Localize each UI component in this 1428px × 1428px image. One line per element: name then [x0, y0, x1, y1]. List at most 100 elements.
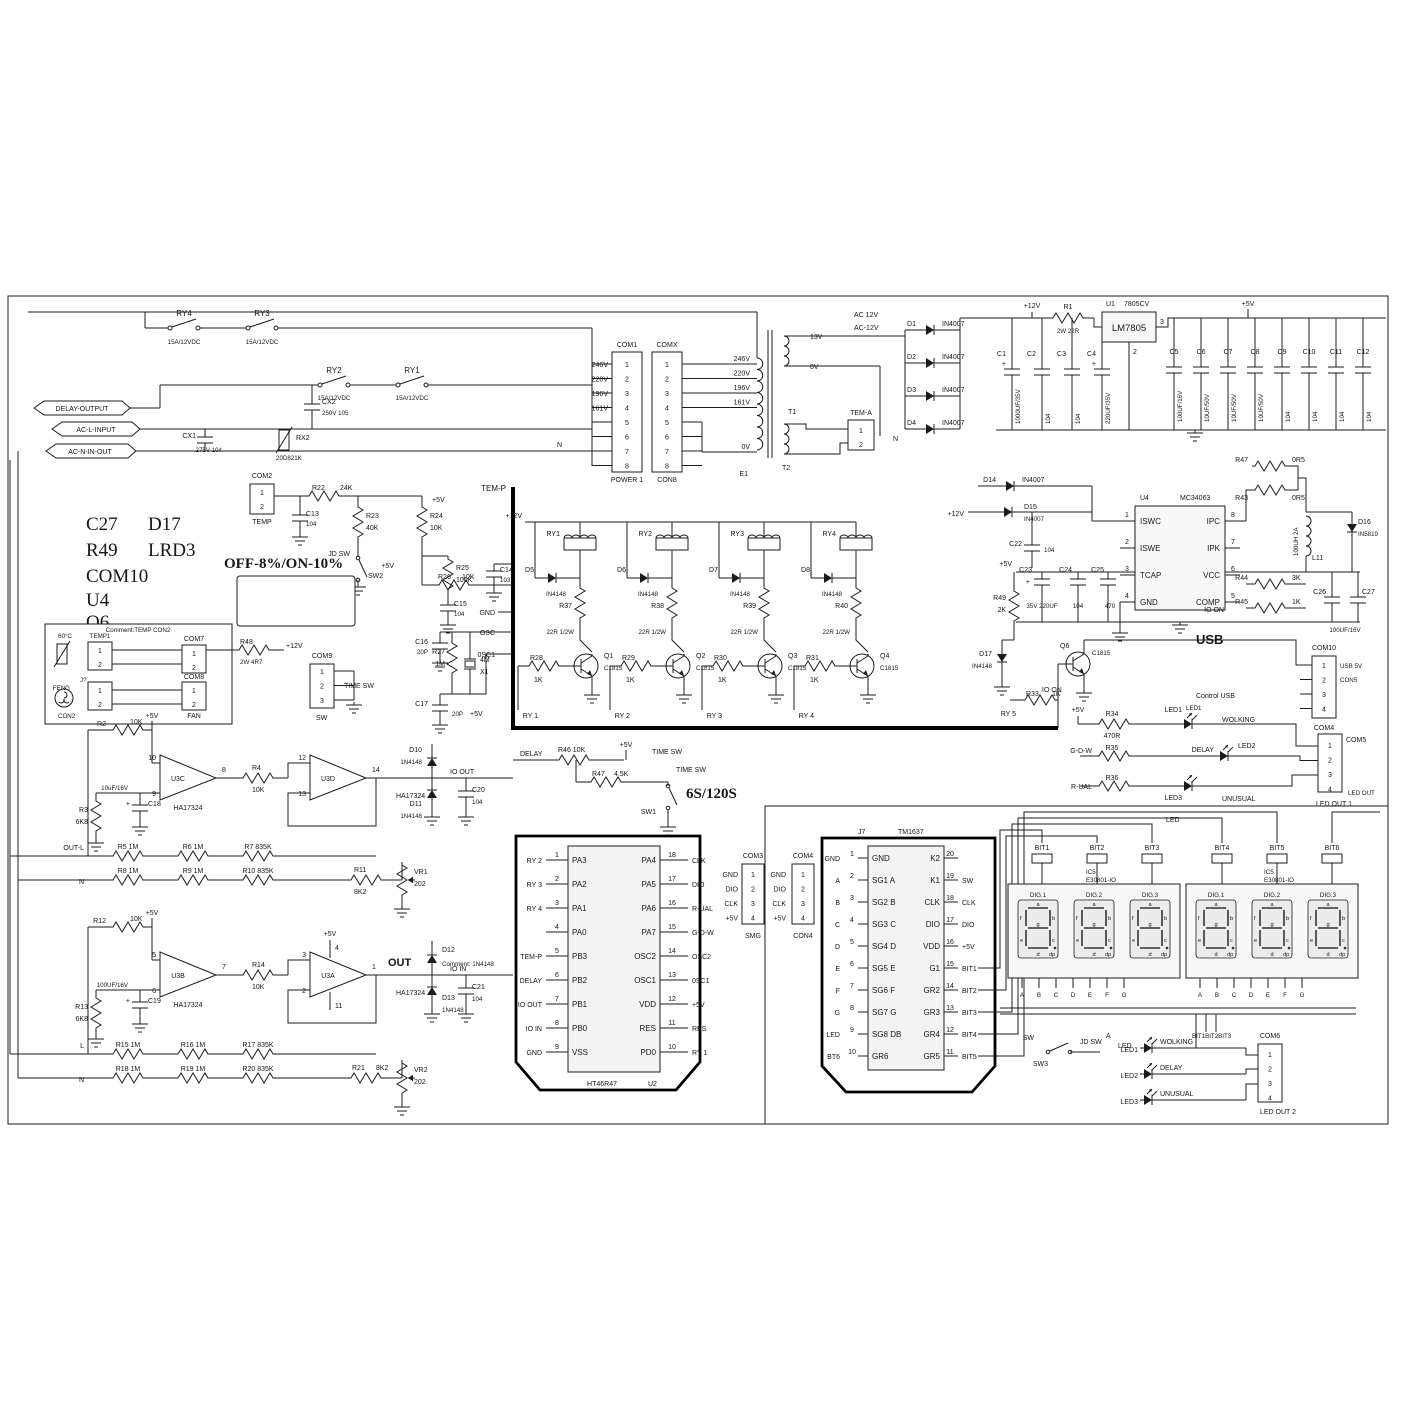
- temp1-pins: 12: [98, 648, 102, 669]
- n-label: N: [557, 442, 562, 449]
- relay-coil-symbol: [839, 534, 873, 551]
- diode-label: D6: [617, 567, 626, 574]
- led-out1-label: LED OUT 1: [1316, 801, 1352, 808]
- resistor-value: 22R 1/2W: [730, 629, 758, 636]
- com8-box: [181, 681, 207, 711]
- transistor-part: C1815: [696, 665, 715, 672]
- seg-f: f: [1020, 916, 1022, 922]
- diode-symbol: [921, 357, 939, 369]
- pin-number: 3: [555, 900, 559, 907]
- pin-net-label: 0SC1: [692, 978, 710, 985]
- pin-number: 16: [946, 939, 954, 946]
- l-label: L: [80, 1043, 84, 1050]
- r4-label: R4: [252, 765, 261, 772]
- r47-label: R47: [592, 771, 605, 778]
- r14-resistor-symbol: [239, 969, 277, 981]
- divider-row2: R8 1M R9 1M R10 835K: [109, 868, 305, 886]
- out-l-label: OUT-L: [63, 845, 84, 852]
- sw1-label: SW1: [641, 809, 656, 816]
- digit-label: DIG.3: [1320, 892, 1337, 899]
- pin-net-label: DELAY: [520, 978, 543, 985]
- pin-number: 15: [668, 924, 676, 931]
- pin-net-label: C: [835, 922, 840, 929]
- relay-driver-column: RY2 D6 IN4148 R38 22R 1/2W Q2 C1815 R29 …: [609, 522, 715, 720]
- diode-part: IN4007: [942, 420, 965, 427]
- pin-number: 1: [850, 851, 854, 858]
- divider-resistor: R6 1M: [174, 844, 240, 862]
- ground-symbol: [1111, 629, 1129, 642]
- pin-name: SG8 DB: [872, 1030, 901, 1039]
- c23-value: 35V 220UF: [1026, 603, 1058, 610]
- led-out2-label: LED OUT 2: [1260, 1109, 1296, 1116]
- digit-label: DIG.1: [1208, 892, 1225, 899]
- r26-label: R26: [438, 574, 451, 581]
- cap-label: C12: [1357, 349, 1370, 356]
- tm-pin-row: GR5 11 BIT5: [924, 1049, 977, 1061]
- ground-symbol: [1186, 429, 1204, 442]
- mcu-cable-outline: [514, 834, 702, 1092]
- r2-value: 10K: [130, 719, 143, 726]
- seg-g: g: [1036, 922, 1039, 928]
- seg-b: b: [1108, 916, 1111, 922]
- transformer-tap: 220V: [702, 371, 757, 379]
- signal-buses: [511, 487, 1058, 730]
- mcu-pin-row: IO IN 8 PB0: [526, 1020, 588, 1033]
- pin-number: 11: [946, 1049, 953, 1056]
- r23-value: 40K: [366, 525, 379, 532]
- seg-b: b: [1052, 916, 1055, 922]
- pin-number: 4: [850, 917, 854, 924]
- pin-number: 7: [850, 983, 854, 990]
- r48-value: 2W 4R7: [240, 659, 263, 666]
- c18-label: C18: [148, 801, 161, 808]
- u3a-label: U3A: [321, 973, 335, 980]
- r11-value: 8K2: [354, 889, 367, 896]
- base-resistor-symbol: [617, 660, 655, 672]
- bit-connector: BIT1: [1031, 845, 1053, 884]
- d10-label: D10: [409, 747, 422, 754]
- seg-g: g: [1214, 922, 1217, 928]
- resistor-label: R16 1M: [181, 1042, 206, 1049]
- cap-label: C7: [1224, 349, 1233, 356]
- digit-segments: [1137, 907, 1169, 950]
- pin-name: GR5: [924, 1052, 941, 1061]
- filter-cap: C7 10UF/50V: [1219, 318, 1238, 430]
- seg-e: e: [1310, 938, 1313, 944]
- com4-label: COM4: [1314, 725, 1334, 732]
- cap-value: 100UF/16V: [1177, 390, 1184, 422]
- control-usb-label: Control USB: [1196, 693, 1235, 700]
- r1-label: R1: [1064, 304, 1073, 311]
- mcu-body: [567, 845, 661, 1073]
- osc-net-label: OSC: [480, 630, 495, 637]
- r44-resistor-symbol: [1251, 578, 1289, 590]
- pin-number: 2: [192, 665, 196, 672]
- pin-number: 1: [192, 688, 196, 695]
- pin-name: GR4: [924, 1030, 941, 1039]
- base-resistor-label: R31: [806, 655, 819, 662]
- relay-coil-symbol: [747, 534, 781, 551]
- seg-e: e: [1132, 938, 1135, 944]
- d16-label: D16: [1358, 519, 1371, 526]
- gdw-net-label: G-D-W: [1070, 748, 1092, 755]
- r48-resistor-symbol: [235, 644, 273, 656]
- flyback-diode-symbol: [819, 572, 837, 584]
- c27-value: 100UF/16V: [1329, 627, 1361, 634]
- c22-capacitor-symbol: [1023, 539, 1041, 557]
- cap-value: 220UF/35V: [1105, 392, 1112, 424]
- d12-diode-symbol: [427, 951, 437, 967]
- c19-value: 100UF/16V: [97, 982, 129, 989]
- c20-label: C20: [472, 787, 485, 794]
- rectifier-diodes: D1 IN4007 D2 IN4007 D3 IN4007 D4 IN4007: [905, 321, 965, 435]
- pin-net-label: R-UAL: [692, 906, 713, 913]
- led1-label: LED1: [1120, 1047, 1138, 1054]
- display-pin: D: [1071, 978, 1076, 999]
- net-label: DIO: [774, 887, 787, 894]
- resistor-label: R9 1M: [183, 868, 204, 875]
- pin-number: 2: [1322, 678, 1326, 685]
- r49-resistor-symbol: [1009, 588, 1019, 624]
- pin-number: 16: [668, 900, 676, 907]
- sw2-switch-symbol: [355, 555, 368, 583]
- mcu-pin-row: GND 9 VSS: [526, 1044, 588, 1057]
- input-relay: RY4 15A/12VDC: [167, 309, 201, 346]
